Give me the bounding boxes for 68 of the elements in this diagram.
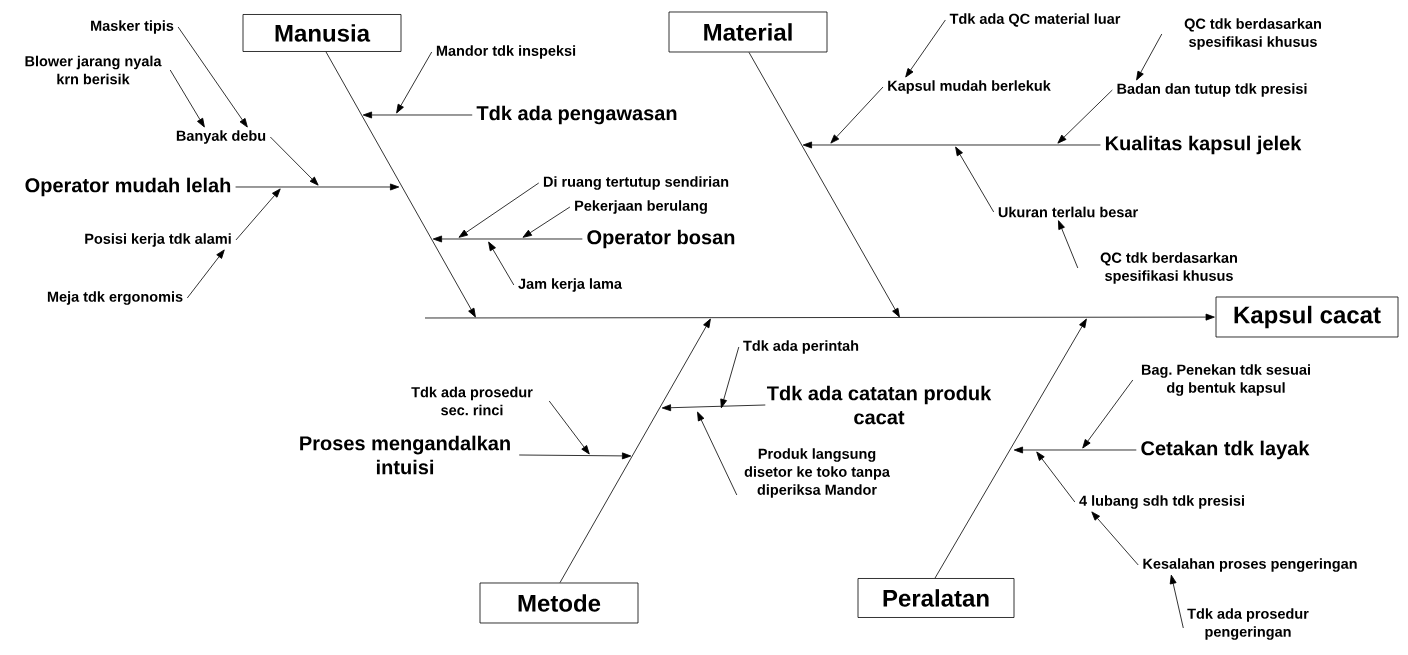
arrow [235,183,400,191]
category-box: Peralatan [857,578,1015,618]
sub-cause-label: Produk langsung disetor ke toko tanpa diperiksa Mandor [744,448,890,498]
arrow [559,318,711,583]
sub-cause-label: Blower jarang nyala krn berisik [25,55,162,85]
arrow [169,69,205,128]
arrow [269,136,319,186]
sub-cause-label: QC tdk berdasarkan spesifikasi khusus [1184,18,1321,50]
sub-cause-label: Ukuran terlalu besar [998,206,1138,218]
arrow [1058,220,1079,269]
sub-cause-label: 4 lubang sdh tdk presisi [1079,495,1244,509]
sub-cause-label: Tdk ada prosedur sec. rinci [411,386,533,416]
cause-label: Operator bosan [587,229,735,249]
arrow [748,52,900,318]
arrow [186,249,225,299]
cause-label: Cetakan tdk layak [1141,440,1310,460]
cause-label: Tdk ada pengawasan [476,105,677,125]
arrow [802,141,1101,149]
arrow [934,318,1087,579]
arrow [1057,89,1113,144]
arrow [1169,574,1184,629]
arrow [458,182,540,238]
arrow [325,51,476,318]
arrow [488,241,515,286]
cause-label: Proses mengandalkan intuisi [300,435,510,475]
sub-cause-label: Badan dan tutup tdk presisi [1117,83,1307,97]
arrow [522,206,571,238]
arrow [548,400,590,455]
sub-cause-label: Meja tdk ergonomis [47,291,183,305]
sub-cause-label: Tdk ada perintah [743,340,859,354]
sub-cause-label: Tdk ada prosedur pengeringan [1187,608,1309,640]
arrow [432,235,583,243]
sub-cause-label: Mandor tdk inspeksi [436,45,576,59]
sub-cause-label: Posisi kerja tdk alami [85,233,231,247]
sub-cause-label: Kesalahan proses pengeringan [1143,558,1357,572]
cause-label: Operator mudah lelah [25,177,231,197]
arrow [697,411,738,496]
arrow [362,111,473,119]
arrow [720,346,740,409]
sub-cause-label: Jam kerja lama [518,278,623,292]
arrow [396,51,433,114]
arrow [1082,379,1134,449]
arrow [235,188,281,241]
category-box: Metode [479,582,639,624]
category-box: Kapsul cacat [1215,296,1399,338]
sub-cause-label: Kapsul mudah berlekuk [888,80,1051,94]
category-box: Material [668,11,828,53]
category-box: Manusia [242,14,402,52]
sub-cause-label: QC tdk berdasarkan spesifikasi khusus [1100,252,1237,284]
arrow [661,404,766,412]
arrow [905,19,946,78]
arrow [177,26,248,128]
cause-label: Tdk ada catatan produk cacat [767,385,992,425]
arrow [1091,511,1139,566]
arrow [1013,446,1137,454]
arrow [830,86,884,144]
arrow [518,452,632,460]
sub-cause-label: Tdk ada QC material luar [949,13,1121,27]
arrow [1136,33,1163,81]
sub-cause-label: Di ruang tertutup sendirian [543,176,729,190]
sub-cause-label: Masker tipis [91,20,174,34]
arrow [1036,451,1076,503]
sub-cause-label: Bag. Penekan tdk sesuai dg bentuk kapsul [1141,364,1310,396]
sub-cause-label: Pekerjaan berulang [575,200,707,214]
arrow [955,146,995,213]
spine-arrow [424,313,1215,321]
sub-cause-label: Banyak debu [176,130,266,144]
cause-label: Kualitas kapsul jelek [1105,135,1302,155]
